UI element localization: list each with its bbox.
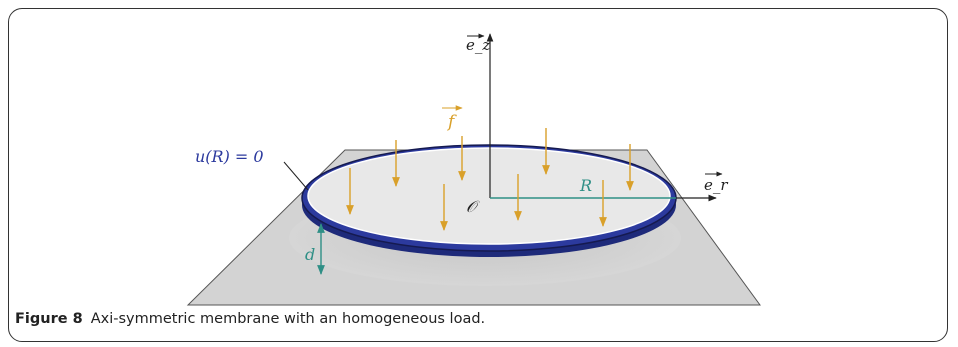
axis-r-label: e_r bbox=[704, 176, 728, 194]
membrane-disc bbox=[307, 147, 671, 245]
caption-label: Figure 8 bbox=[15, 311, 83, 327]
radius-label: R bbox=[579, 176, 592, 195]
load-arrows bbox=[346, 128, 634, 231]
axis-z-label: e_z bbox=[466, 36, 490, 54]
caption-text: Axi-symmetric membrane with an homogeneo… bbox=[90, 311, 486, 327]
force-label: f bbox=[446, 112, 457, 132]
boundary-leader-line bbox=[283, 161, 309, 191]
depth-label: d bbox=[305, 245, 315, 264]
boundary-condition-label: u(R) = 0 bbox=[195, 147, 264, 166]
figure-caption: Figure 8 Axi-symmetric membrane with an h… bbox=[15, 311, 485, 327]
